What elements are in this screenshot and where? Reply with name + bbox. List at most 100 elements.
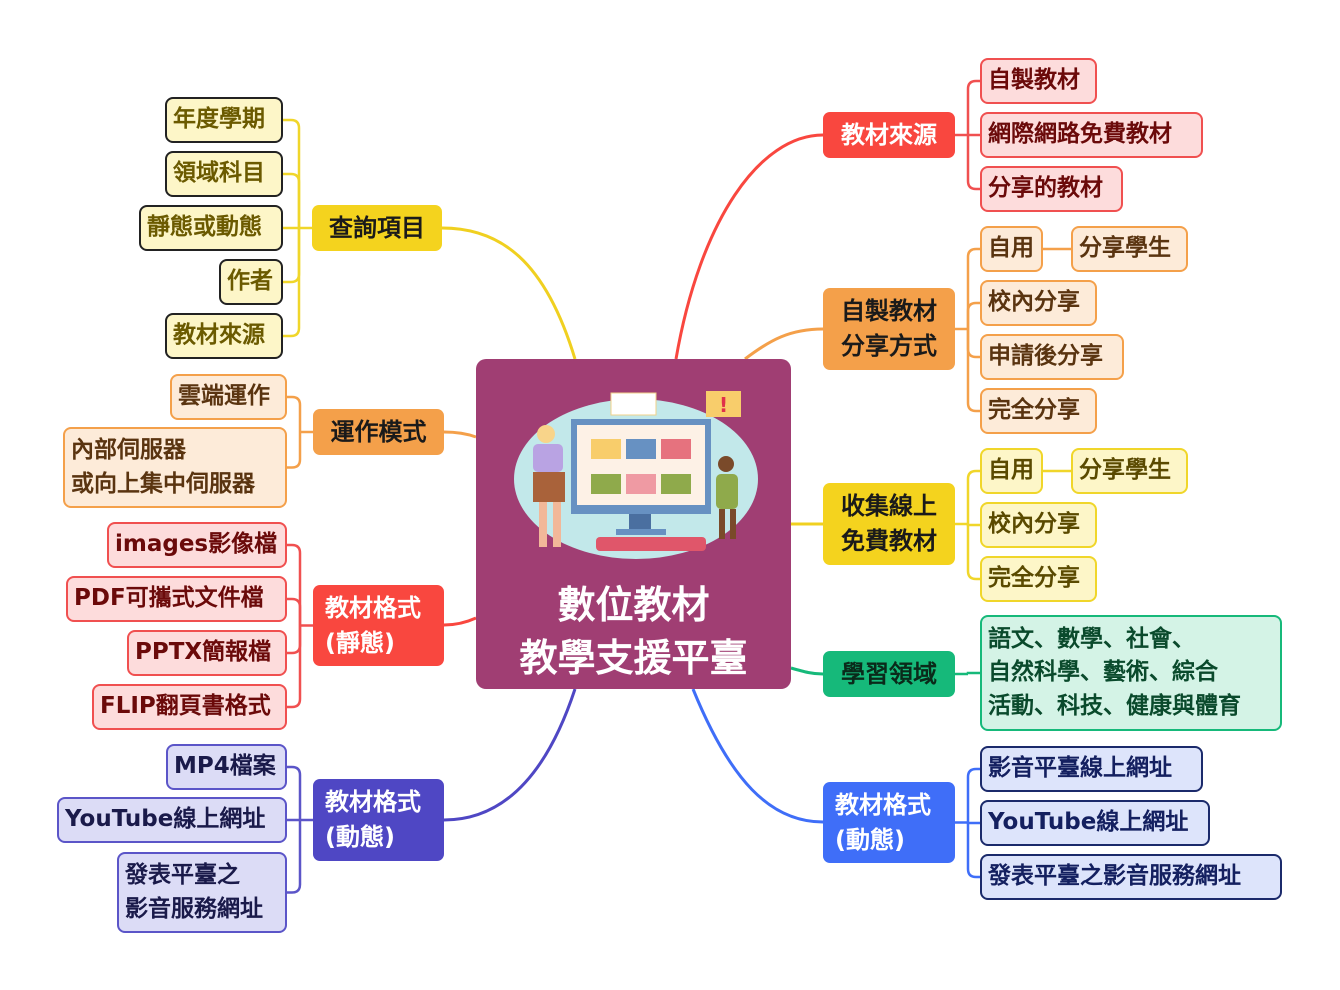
leaf-full-share[interactable]: 完全分享: [980, 388, 1097, 434]
topic-label-line1: 教材格式: [325, 788, 421, 817]
central-topic[interactable]: ! 數位教材 教學支援平臺: [476, 359, 791, 689]
leaf-subject-domain[interactable]: 領域科目: [165, 151, 283, 197]
leaf-internet-free[interactable]: 網際網路免費教材: [980, 112, 1203, 158]
leaf-youtube-url[interactable]: YouTube線上網址: [980, 800, 1210, 846]
topic-self-made-sharing[interactable]: 自製教材分享方式: [823, 288, 955, 370]
leaf-label: PDF可攜式文件檔: [74, 585, 264, 612]
bracket-branch: [966, 79, 980, 135]
leaf-label: 自製教材: [988, 67, 1080, 94]
leaf-flip[interactable]: FLIP翻頁書格式: [92, 684, 287, 730]
leaf-label-line1: 發表平臺之: [125, 862, 240, 889]
leaf-label: 影音平臺線上網址: [988, 755, 1172, 782]
connector-center-r3: [790, 666, 824, 676]
leaf-av-platform-url[interactable]: 影音平臺線上網址: [980, 746, 1203, 792]
leaf-label: 完全分享: [988, 397, 1080, 424]
leaf-label: 雲端運作: [178, 383, 270, 410]
leaf-school-term[interactable]: 年度學期: [165, 97, 283, 143]
leaf-publish-av-url[interactable]: 發表平臺之影音服務網址: [980, 854, 1282, 900]
leaf-domain-list[interactable]: 語文、數學、社會、自然科學、藝術、綜合活動、科技、健康與體育: [980, 615, 1282, 731]
topic-material-source[interactable]: 教材來源: [823, 112, 955, 158]
svg-text:!: !: [719, 393, 728, 417]
leaf-material-source[interactable]: 教材來源: [165, 313, 283, 359]
leaf-internal-server[interactable]: 內部伺服器或向上集中伺服器: [63, 427, 287, 508]
bracket-branch: [966, 822, 980, 879]
leaf-self-use[interactable]: 自用: [980, 226, 1043, 272]
bracket-branch: [283, 228, 301, 338]
leaf-shared[interactable]: 分享的教材: [980, 166, 1123, 212]
topic-static-format[interactable]: 教材格式 (靜態): [313, 585, 444, 666]
leaf-label: 校內分享: [988, 289, 1080, 316]
bracket-branch: [966, 523, 980, 527]
connector-center-l2: [443, 616, 477, 627]
leaf-school-share[interactable]: 校內分享: [980, 280, 1097, 326]
leaf-label: 申請後分享: [988, 343, 1103, 370]
topic-label-line2: (動態): [325, 823, 395, 851]
leaf-cloud[interactable]: 雲端運作: [170, 374, 287, 420]
bracket-branch: [283, 228, 301, 284]
topic-collect-online[interactable]: 收集線上免費教材: [823, 483, 955, 565]
bracket-branch: [287, 625, 302, 709]
leaf-images[interactable]: images影像檔: [107, 522, 287, 568]
bracket-branch: [287, 432, 302, 469]
leaf-self-use[interactable]: 自用: [980, 448, 1043, 494]
topic-label-line2: (靜態): [325, 628, 395, 657]
topic-label-line1: 教材格式: [325, 593, 421, 622]
topic-learning-domains[interactable]: 學習領域: [823, 651, 955, 697]
bracket-branch: [287, 765, 302, 820]
topic-label-line1: 收集線上: [841, 492, 937, 521]
bracket-branch: [966, 767, 980, 823]
leaf-share-students[interactable]: 分享學生: [1071, 448, 1188, 494]
leaf-share-students[interactable]: 分享學生: [1071, 226, 1188, 272]
topic-dynamic-format-right[interactable]: 教材格式(動態): [823, 782, 955, 863]
connector-center-r1: [744, 327, 824, 361]
topic-operation-mode[interactable]: 運作模式: [313, 409, 444, 455]
leaf-mp4[interactable]: MP4檔案: [166, 744, 287, 790]
leaf-label: MP4檔案: [174, 753, 276, 780]
connector-center-l1: [443, 430, 477, 439]
leaf-school-share[interactable]: 校內分享: [980, 502, 1097, 548]
topic-label-line2: (動態): [835, 825, 905, 854]
leaf-author[interactable]: 作者: [219, 259, 283, 305]
leaf-label: 完全分享: [988, 565, 1080, 592]
topic-label-line2: 免費教材: [841, 527, 937, 555]
leaf-pptx[interactable]: PPTX簡報檔: [127, 630, 287, 676]
leaf-label-line2: 自然科學、藝術、綜合: [988, 659, 1218, 686]
bracket-branch: [966, 301, 980, 329]
topic-label: 教材來源: [841, 120, 937, 149]
bracket-branch: [283, 118, 301, 228]
connector-center-l0: [441, 226, 577, 360]
central-title-line2: 教學支援平臺: [519, 636, 748, 680]
topic-label: 學習領域: [841, 659, 937, 688]
leaf-label-line2: 影音服務網址: [125, 895, 263, 922]
connector-center-r0: [674, 133, 824, 360]
topic-label: 運作模式: [330, 417, 427, 446]
connector-center-r4: [691, 688, 824, 824]
leaf-label: 作者: [227, 268, 273, 295]
bracket-branch: [966, 671, 980, 675]
leaf-self-made[interactable]: 自製教材: [980, 58, 1097, 104]
topic-label: 查詢項目: [329, 213, 425, 242]
leaf-label: 自用: [988, 235, 1034, 262]
bracket-branch: [287, 625, 302, 655]
leaf-label: 分享的教材: [988, 175, 1103, 202]
leaf-label: 自用: [988, 457, 1034, 484]
leaf-label: 分享學生: [1079, 457, 1171, 484]
bracket-branch: [966, 247, 980, 329]
central-title-line1: 數位教材: [557, 583, 710, 627]
leaf-label: 靜態或動態: [147, 214, 262, 241]
bracket-branch: [287, 597, 302, 626]
topic-dynamic-format-left[interactable]: 教材格式 (動態): [313, 779, 444, 861]
bracket-branch: [287, 820, 302, 894]
leaf-publish-av-url[interactable]: 發表平臺之影音服務網址: [117, 852, 287, 933]
bracket-branch: [287, 395, 302, 432]
leaf-apply-share[interactable]: 申請後分享: [980, 334, 1124, 380]
bracket-branch: [966, 135, 980, 191]
leaf-static-dynamic[interactable]: 靜態或動態: [139, 205, 283, 251]
leaf-label-line1: 內部伺服器: [71, 437, 186, 464]
leaf-label: YouTube線上網址: [65, 806, 266, 833]
leaf-youtube-url[interactable]: YouTube線上網址: [57, 797, 287, 843]
bracket-branch: [966, 469, 980, 524]
leaf-full-share[interactable]: 完全分享: [980, 556, 1097, 602]
leaf-pdf[interactable]: PDF可攜式文件檔: [66, 576, 287, 622]
topic-query-items[interactable]: 查詢項目: [312, 205, 442, 251]
